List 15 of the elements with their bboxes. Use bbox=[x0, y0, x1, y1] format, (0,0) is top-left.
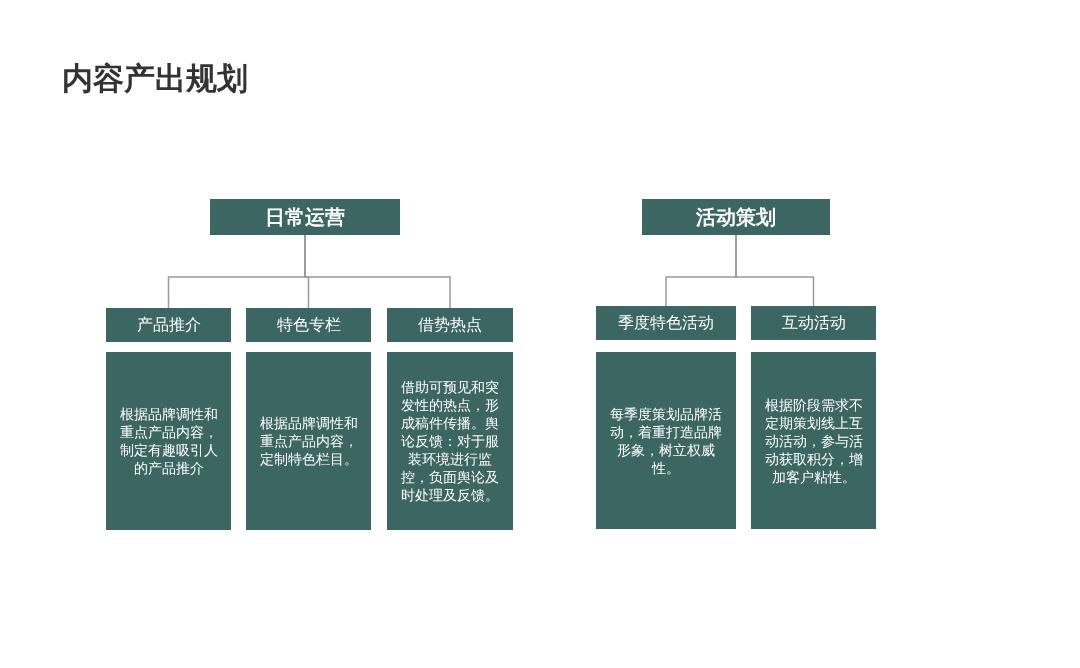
heading-box: 产品推介 bbox=[106, 308, 231, 342]
title: 内容产出规划 bbox=[62, 59, 248, 98]
category-box: 日常运营 bbox=[210, 199, 400, 235]
connector-line bbox=[735, 234, 815, 307]
heading-box: 季度特色活动 bbox=[596, 306, 736, 340]
connector-line bbox=[304, 234, 451, 309]
heading-box: 借势热点 bbox=[387, 308, 513, 342]
description-box: 根据品牌调性和重点产品内容，定制特色栏目。 bbox=[246, 352, 371, 530]
description-box: 根据品牌调性和重点产品内容，制定有趣吸引人的产品推介 bbox=[106, 352, 231, 530]
description-box: 每季度策划品牌活动，着重打造品牌形象，树立权威性。 bbox=[596, 352, 736, 529]
description-box: 借助可预见和突发性的热点，形成稿件传播。舆论反馈：对于服装环境进行监控，负面舆论及时处理及反馈。 bbox=[387, 352, 513, 530]
heading-box: 互动活动 bbox=[751, 306, 876, 340]
description-box: 根据阶段需求不定期策划线上互动活动，参与活动获取积分，增加客户粘性。 bbox=[751, 352, 876, 529]
heading-box: 特色专栏 bbox=[246, 308, 371, 342]
category-box: 活动策划 bbox=[642, 199, 830, 235]
